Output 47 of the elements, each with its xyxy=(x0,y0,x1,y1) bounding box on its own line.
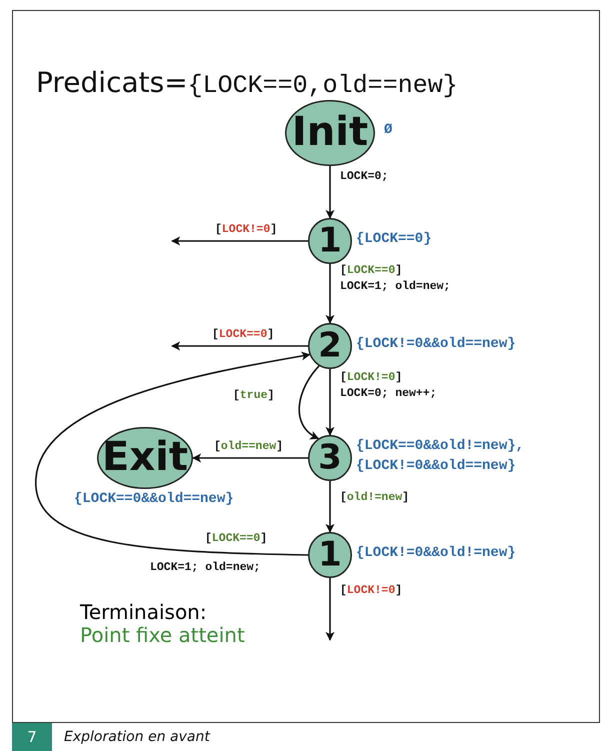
state-circle xyxy=(308,435,352,481)
state-name: 3 xyxy=(318,440,342,474)
state-circle xyxy=(308,532,352,578)
state-name: 1 xyxy=(318,223,342,258)
transition-guard: [LOCK==0] xyxy=(340,264,402,278)
transition-guard: [true] xyxy=(233,389,274,403)
state-ellipse xyxy=(97,427,193,489)
transition-guard: [old==new] xyxy=(214,440,284,454)
transition-arrow xyxy=(192,454,308,462)
state-name: 1 xyxy=(318,537,342,572)
transition-arrow xyxy=(326,369,334,436)
transition-action: LOCK=1; old=new; xyxy=(150,561,260,575)
transition-arrow xyxy=(326,166,334,219)
predicate-set: {LOCK==0&&old!=new}, xyxy=(356,438,524,455)
predicate-set: {LOCK!=0&&old==new} xyxy=(356,458,516,475)
transition-guard: [LOCK!=0] xyxy=(340,371,402,385)
transition-guard: [LOCK==0] xyxy=(205,532,268,546)
transition-guard: [LOCK!=0] xyxy=(215,223,278,237)
transition-action: LOCK=0; new++; xyxy=(340,387,437,401)
transition-arrow xyxy=(326,578,334,641)
figure-number: 7 xyxy=(12,723,52,751)
diagram-title: Predicats={LOCK==0,old==new} xyxy=(36,66,458,100)
transition-action: LOCK=1; old=new; xyxy=(340,280,450,294)
caption-text: Exploration en avant xyxy=(64,729,210,745)
predicate-set: {LOCK!=0&&old==new} xyxy=(356,336,516,353)
note-text: Point fixe atteint xyxy=(80,623,245,647)
state-circle xyxy=(308,323,352,369)
predicate-set: {LOCK==0} xyxy=(356,231,432,248)
transition-guard: [LOCK==0] xyxy=(212,328,274,342)
transition-arrow xyxy=(326,264,334,324)
transition-guard: [LOCK!=0] xyxy=(340,584,402,598)
transition-arrow xyxy=(171,236,308,246)
transition-arrow xyxy=(35,352,310,556)
state-name: Exit xyxy=(102,437,188,478)
state-name: Init xyxy=(292,112,368,152)
predicate-set: {LOCK!=0&&old!=new} xyxy=(356,545,516,562)
transition-arrow xyxy=(171,342,308,350)
transition-arrow xyxy=(298,365,320,440)
predicate-set: {LOCK==0&&old==new} xyxy=(74,491,234,508)
note-text: Terminaison: xyxy=(80,600,207,624)
transition-action: LOCK=0; xyxy=(340,170,388,184)
transition-guard: [old!=new] xyxy=(340,491,410,505)
state-name: 2 xyxy=(318,328,342,362)
transition-arrow xyxy=(326,481,334,533)
state-ellipse xyxy=(285,100,375,166)
state-circle xyxy=(308,218,352,264)
predicate-set: Ø xyxy=(384,122,392,139)
